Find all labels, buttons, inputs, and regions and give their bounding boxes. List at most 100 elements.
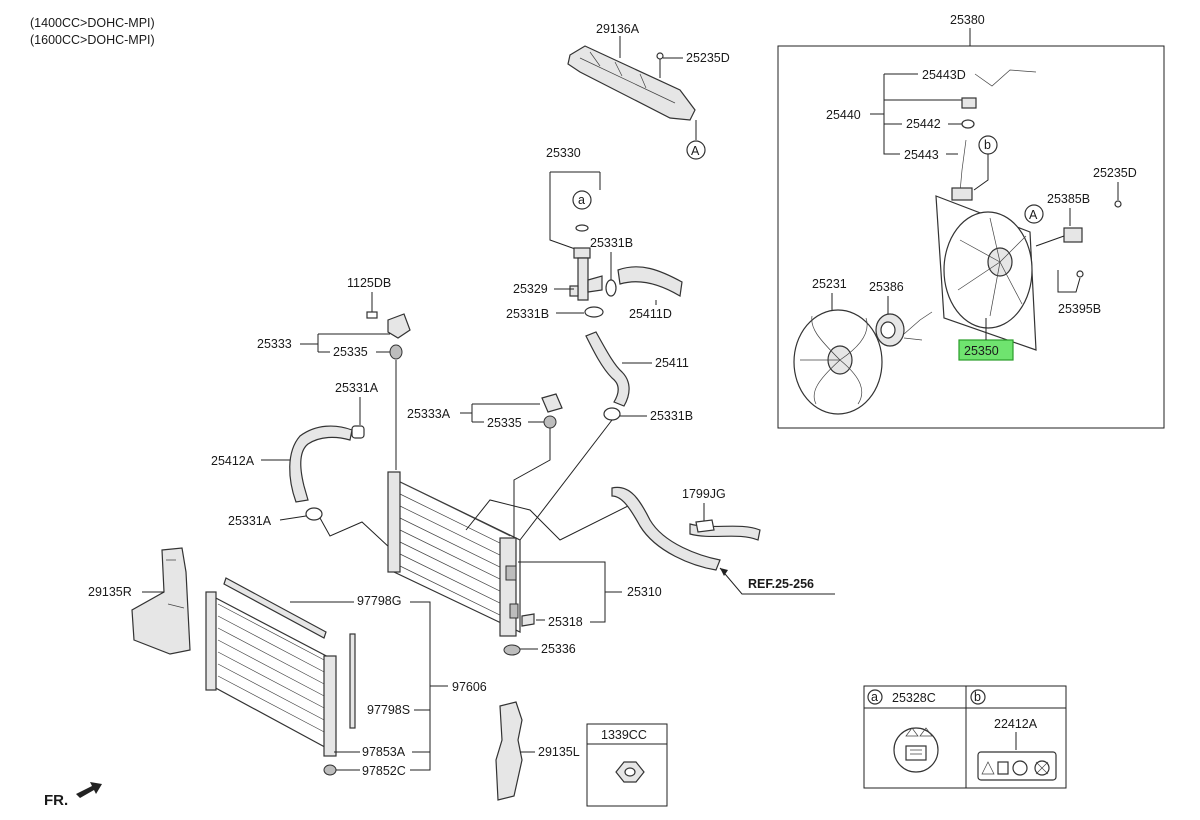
part-25442-clamp[interactable] (961, 119, 975, 129)
label-25350[interactable]: 25350 (964, 344, 999, 358)
part-97798g-seal[interactable] (223, 577, 327, 639)
part-25335-mount-b[interactable] (543, 415, 557, 429)
label-1339cc: 1339CC (601, 728, 647, 742)
part-25385b-resistor[interactable] (1063, 227, 1083, 243)
label-25331b-b: 25331B (506, 307, 549, 321)
label-25333a: 25333A (407, 407, 451, 421)
part-25411d-hose[interactable] (617, 266, 683, 297)
label-25412a: 25412A (211, 454, 255, 468)
label-25333: 25333 (257, 337, 292, 351)
label-97853a: 97853A (362, 745, 406, 759)
ref-25-256[interactable]: REF.25-256 (748, 577, 814, 591)
part-gasket-ring[interactable] (575, 224, 589, 232)
part-25412a-lower-hose[interactable] (289, 425, 353, 503)
label-1125db: 1125DB (347, 276, 391, 290)
svg-text:A: A (1029, 208, 1038, 222)
part-25331a-clamp-b[interactable] (305, 507, 323, 521)
svg-text:A: A (691, 144, 700, 158)
label-25231: 25231 (812, 277, 847, 291)
part-25335-mount-a[interactable] (389, 344, 403, 360)
engine-spec-line-1: (1400CC>DOHC-MPI) (30, 16, 155, 30)
part-1339cc-nut[interactable] (615, 761, 645, 783)
part-97798s-seal[interactable] (349, 633, 356, 729)
label-25331b-c: 25331B (650, 409, 693, 423)
part-1125db-bolt[interactable] (366, 311, 378, 319)
label-25336: 25336 (541, 642, 576, 656)
callout-a-small: a (572, 190, 592, 210)
label-25235d-top: 25235D (686, 51, 730, 65)
label-25310: 25310 (627, 585, 662, 599)
part-25411-upper-hose[interactable] (585, 331, 630, 407)
part-22412a-warning-label[interactable] (977, 751, 1057, 781)
part-25331a-clamp-a[interactable] (351, 425, 365, 439)
part-25331b-clamp-b[interactable] (584, 306, 604, 318)
callout-a-upper: A (686, 140, 706, 160)
label-25328c: 25328C (892, 691, 936, 705)
callout-a-fan: A (1024, 204, 1044, 224)
part-25331b-clamp-a[interactable] (605, 279, 617, 297)
label-25331a-b: 25331A (228, 514, 272, 528)
part-25440-reservoir-cap[interactable] (961, 97, 977, 109)
part-25310-radiator[interactable] (387, 471, 521, 637)
label-25331a-a: 25331A (335, 381, 379, 395)
label-25440: 25440 (826, 108, 861, 122)
label-25395b: 25395B (1058, 302, 1101, 316)
label-25385b: 25385B (1047, 192, 1090, 206)
part-25350-fan-shroud[interactable] (935, 187, 1037, 351)
part-1799jg-clip[interactable] (695, 519, 715, 533)
label-22412a: 22412A (994, 717, 1038, 731)
part-25235d-bolt-fan[interactable] (1114, 200, 1122, 208)
label-25442: 25442 (906, 117, 941, 131)
label-29135r: 29135R (88, 585, 132, 599)
part-25443d-hose[interactable] (974, 69, 1037, 87)
svg-text:a: a (578, 193, 585, 207)
label-29135l: 29135L (538, 745, 580, 759)
part-25386-fan-motor[interactable] (875, 311, 933, 347)
part-25333-bracket[interactable] (387, 313, 411, 339)
part-25235d-bolt-top[interactable] (656, 52, 664, 78)
svg-text:a: a (871, 690, 878, 704)
label-25443d: 25443D (922, 68, 966, 82)
label-25318: 25318 (548, 615, 583, 629)
label-97852c: 97852C (362, 764, 406, 778)
callout-a-legend: a (867, 689, 883, 705)
label-25443: 25443 (904, 148, 939, 162)
label-25386: 25386 (869, 280, 904, 294)
label-25329: 25329 (513, 282, 548, 296)
part-25331b-clamp-c[interactable] (603, 407, 621, 421)
label-25380: 25380 (950, 13, 985, 27)
engine-spec-line-2: (1600CC>DOHC-MPI) (30, 33, 155, 47)
label-25331b-a: 25331B (590, 236, 633, 250)
part-25336-grommet[interactable] (503, 644, 521, 656)
part-97606-condenser[interactable] (205, 591, 337, 757)
label-25335-a: 25335 (333, 345, 368, 359)
callout-b-legend: b (970, 689, 986, 705)
part-25318-drain-plug[interactable] (521, 613, 535, 627)
label-29136a: 29136A (596, 22, 640, 36)
front-marker: FR. (44, 792, 68, 809)
label-97798s: 97798S (367, 703, 410, 717)
part-29135r-air-guard[interactable] (131, 547, 191, 655)
part-25443-overflow-tube[interactable] (959, 139, 967, 193)
part-29135l-air-guard[interactable] (495, 701, 523, 801)
label-25411: 25411 (655, 356, 689, 370)
front-arrow-icon (76, 782, 102, 798)
label-1799jg: 1799JG (682, 487, 726, 501)
label-25335-b: 25335 (487, 416, 522, 430)
callout-b-upper: b (978, 135, 998, 155)
part-25333a-bracket[interactable] (541, 393, 563, 413)
svg-text:b: b (974, 690, 981, 704)
box-25380-fan-assembly (777, 45, 1165, 429)
part-29136a-air-guard[interactable] (567, 45, 696, 121)
part-25395b-clip[interactable] (1076, 270, 1084, 278)
label-97798g: 97798G (357, 594, 401, 608)
label-25235d-fan: 25235D (1093, 166, 1137, 180)
part-25328c-caution-label[interactable] (893, 727, 939, 773)
part-25329-water-outlet[interactable] (569, 247, 603, 301)
label-25330: 25330 (546, 146, 581, 160)
part-97852c-bolt[interactable] (323, 764, 337, 776)
svg-text:b: b (984, 138, 991, 152)
label-97606: 97606 (452, 680, 487, 694)
part-25231-fan-blade[interactable] (793, 309, 883, 415)
